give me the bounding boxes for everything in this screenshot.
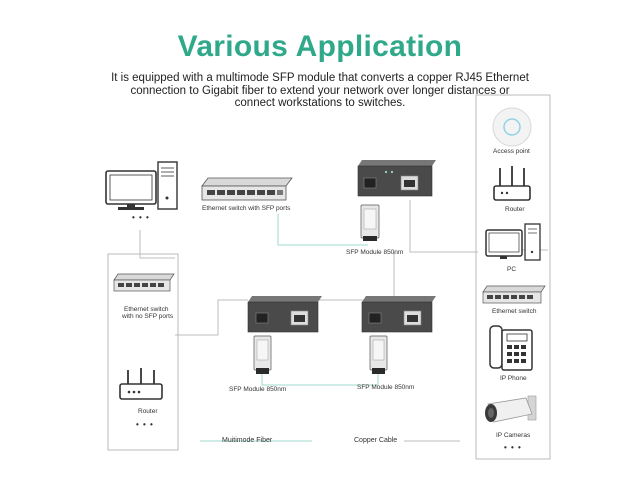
router-icon-left [119, 368, 163, 400]
router-right-label: Router [505, 206, 525, 213]
sfp-switch-label: Ethernet switch with SFP ports [202, 205, 291, 212]
switch-no-sfp-label-2: with no SFP ports [122, 313, 174, 320]
legend-fiber: Muitimode Fiber [222, 437, 273, 444]
fiber-lines [200, 214, 379, 442]
ip-phone-label: IP Phone [500, 375, 527, 382]
media-converter-bottom-left [247, 296, 322, 333]
sfp-module-bottom-right [369, 335, 388, 374]
ethernet-switch-icon-right [482, 285, 546, 304]
right-panel-more-dots: • • • [504, 443, 522, 452]
ethernet-switch-right-label: Ethernet switch [492, 308, 537, 315]
left-device-panel [107, 253, 179, 451]
access-point-label: Access point [493, 148, 530, 155]
page-subtitle: It is equipped with a multimode SFP modu… [111, 72, 529, 109]
ethernet-switch-icon [113, 273, 175, 292]
left-panel-more-dots: • • • [136, 420, 154, 429]
right-device-panel [475, 94, 551, 460]
left-top-more-dots: • • • [132, 213, 150, 222]
router-icon-right [493, 166, 531, 201]
switch-no-sfp-label-1: Ethernet switch [124, 306, 169, 313]
ip-phone-icon [489, 325, 533, 371]
router-left-label: Router [138, 408, 158, 415]
legend-copper: Copper Cable [354, 437, 398, 444]
ip-cameras-label: IP Cameras [496, 432, 531, 439]
sfp-module-bottom-left-label: SFP Module 850nm [229, 386, 287, 393]
ip-camera-icon [485, 395, 537, 423]
media-converter-top [357, 160, 436, 197]
pc-label: PC [507, 266, 517, 273]
desktop-pc-icon [105, 161, 178, 210]
access-point-icon [492, 107, 532, 147]
sfp-module-bottom-right-label: SFP Module 850nm [357, 384, 415, 391]
sfp-module-top-label: SFP Module 850nm [346, 249, 404, 256]
sfp-module-top [360, 204, 380, 241]
media-converter-bottom-right [361, 296, 436, 333]
sfp-module-bottom-left [253, 335, 272, 374]
page-title: Various Application [177, 30, 463, 63]
pc-icon [485, 223, 541, 261]
sfp-switch-icon [201, 177, 293, 201]
